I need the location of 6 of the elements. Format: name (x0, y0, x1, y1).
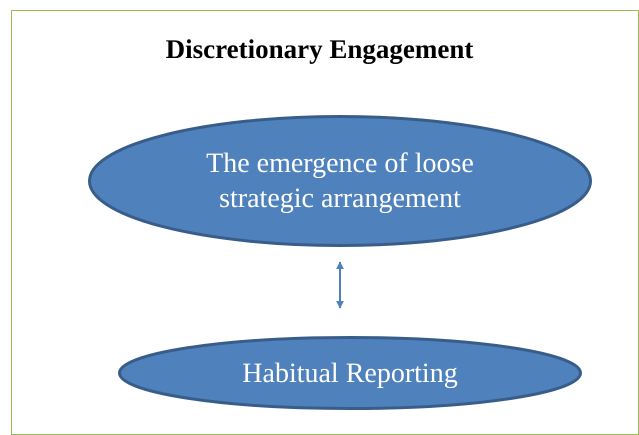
ellipse-node (88, 115, 592, 247)
node-text: Habitual Reporting (242, 356, 458, 390)
double-arrow (336, 261, 344, 309)
ellipse-node (118, 336, 582, 410)
diagram-title: Discretionary Engagement (164, 34, 474, 65)
node-text: The emergence of loose strategic arrangement (205, 147, 475, 216)
